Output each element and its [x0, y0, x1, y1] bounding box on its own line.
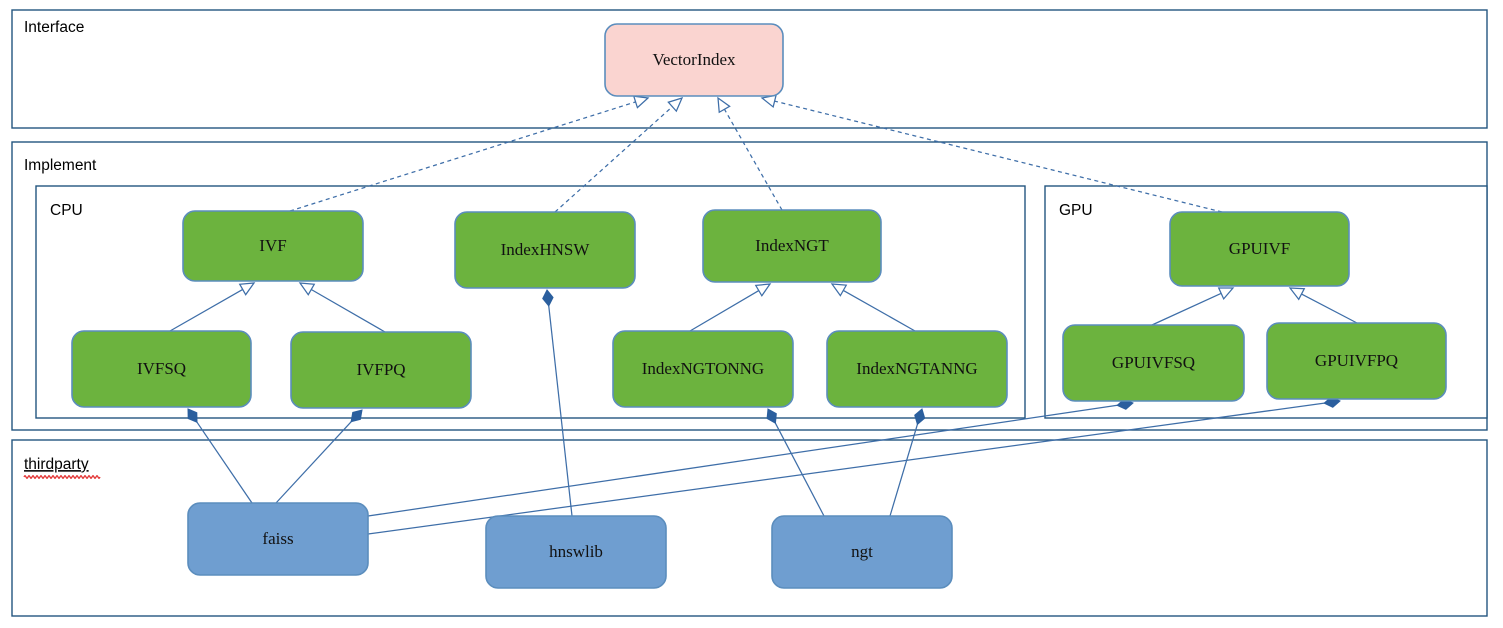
node-gpuivfpq[interactable]: GPUIVFPQ — [1266, 322, 1447, 400]
node-shape-hnswlib[interactable] — [485, 515, 667, 589]
node-label-hnswlib: hnswlib — [549, 542, 603, 561]
edge-line-4 — [169, 288, 244, 332]
composition-diamond-10 — [187, 408, 198, 423]
edge-ivfpq-to-ivf — [298, 282, 386, 333]
node-label-ivfsq: IVFSQ — [137, 359, 186, 378]
node-shape-gpuivf[interactable] — [1169, 211, 1350, 287]
node-ivfpq[interactable]: IVFPQ — [290, 331, 472, 409]
edge-line-14 — [547, 303, 573, 517]
node-label-indexngt: IndexNGT — [755, 236, 829, 255]
node-shape-ivfpq[interactable] — [290, 331, 472, 409]
node-label-indexhnsw: IndexHNSW — [501, 240, 591, 259]
inheritance-arrowhead-8 — [1217, 287, 1235, 301]
edge-gpuivfpq-to-gpuivf — [1288, 287, 1358, 324]
edge-ivfsq-to-ivf — [169, 282, 256, 332]
edge-line-12 — [367, 404, 1120, 517]
node-label-ngt: ngt — [851, 542, 873, 561]
group-label-interface: Interface — [24, 19, 84, 36]
node-label-gpuivf: GPUIVF — [1229, 239, 1290, 258]
edge-line-1 — [554, 105, 674, 213]
inheritance-arrowhead-0 — [632, 95, 650, 109]
node-ivfsq[interactable]: IVFSQ — [71, 330, 252, 408]
node-shape-ivf[interactable] — [182, 210, 364, 282]
node-vectorindex[interactable]: VectorIndex — [604, 23, 784, 97]
node-shape-indexhnsw[interactable] — [454, 211, 636, 289]
node-indexngtanng[interactable]: IndexNGTANNG — [826, 330, 1008, 408]
group-label-gpu: GPU — [1059, 202, 1093, 219]
inheritance-arrowhead-7 — [830, 283, 848, 297]
edge-line-7 — [842, 289, 916, 332]
node-label-ivfpq: IVFPQ — [356, 360, 405, 379]
node-ngt[interactable]: ngt — [771, 515, 953, 589]
edge-line-3 — [773, 100, 1223, 213]
edge-faiss-to-ivfsq — [187, 408, 253, 504]
inheritance-arrowhead-1 — [667, 97, 684, 113]
edge-line-8 — [1151, 292, 1223, 326]
node-label-indexngtanng: IndexNGTANNG — [856, 359, 977, 378]
node-shape-indexngt[interactable] — [702, 209, 882, 283]
inheritance-arrowhead-9 — [1288, 287, 1306, 301]
node-shape-ivfsq[interactable] — [71, 330, 252, 408]
edge-ngt-to-indexngtonng — [766, 408, 825, 517]
node-label-ivf: IVF — [259, 236, 286, 255]
edge-indexhnsw-to-vectorindex — [554, 97, 684, 213]
inheritance-arrowhead-6 — [754, 283, 772, 297]
inheritance-arrowhead-2 — [717, 96, 731, 114]
node-label-faiss: faiss — [262, 529, 293, 548]
node-indexngtonng[interactable]: IndexNGTONNG — [612, 330, 794, 408]
inheritance-arrowhead-4 — [238, 282, 256, 296]
edge-line-10 — [195, 420, 253, 504]
node-shape-faiss[interactable] — [187, 502, 369, 576]
inheritance-arrowhead-5 — [298, 282, 316, 296]
edge-line-16 — [889, 422, 919, 517]
node-ivf[interactable]: IVF — [182, 210, 364, 282]
node-faiss[interactable]: faiss — [187, 502, 369, 576]
spellcheck-squiggle-thirdparty — [23, 475, 101, 479]
edge-line-0 — [289, 101, 637, 212]
edges-layer — [169, 94, 1358, 535]
edge-hnswlib-to-indexhnsw — [542, 289, 573, 517]
group-label-implement: Implement — [24, 157, 97, 174]
node-indexhnsw[interactable]: IndexHNSW — [454, 211, 636, 289]
node-label-gpuivfpq: GPUIVFPQ — [1315, 351, 1398, 370]
node-label-vectorindex: VectorIndex — [652, 50, 736, 69]
node-label-indexngtonng: IndexNGTONNG — [642, 359, 764, 378]
node-indexngt[interactable]: IndexNGT — [702, 209, 882, 283]
node-shape-gpuivfsq[interactable] — [1062, 324, 1245, 402]
edge-indexngt-to-vectorindex — [717, 96, 783, 211]
edge-faiss-to-ivfpq — [275, 409, 363, 504]
node-shape-vectorindex[interactable] — [604, 23, 784, 97]
edge-line-5 — [310, 288, 386, 333]
edge-gpuivfsq-to-gpuivf — [1151, 287, 1235, 326]
composition-diamond-15 — [766, 408, 777, 424]
node-hnswlib[interactable]: hnswlib — [485, 515, 667, 589]
composition-diamond-14 — [542, 289, 554, 307]
composition-diamond-16 — [914, 408, 926, 426]
node-shape-ngt[interactable] — [771, 515, 953, 589]
edge-line-6 — [689, 289, 760, 332]
node-shape-gpuivfpq[interactable] — [1266, 322, 1447, 400]
composition-diamond-11 — [350, 409, 363, 423]
edge-ngt-to-indexngtanng — [889, 408, 926, 517]
node-gpuivf[interactable]: GPUIVF — [1169, 211, 1350, 287]
group-label-thirdparty: thirdparty — [24, 456, 89, 473]
node-shape-indexngtanng[interactable] — [826, 330, 1008, 408]
edge-line-11 — [275, 419, 353, 504]
node-shape-indexngtonng[interactable] — [612, 330, 794, 408]
edge-indexngtanng-to-indexngt — [830, 283, 916, 332]
edge-ivf-to-vectorindex — [289, 95, 650, 212]
group-label-cpu: CPU — [50, 202, 83, 219]
node-gpuivfsq[interactable]: GPUIVFSQ — [1062, 324, 1245, 402]
edge-line-15 — [773, 421, 825, 517]
edge-line-9 — [1300, 293, 1358, 324]
node-label-gpuivfsq: GPUIVFSQ — [1112, 353, 1195, 372]
edge-indexngtonng-to-indexngt — [689, 283, 772, 332]
edge-line-13 — [367, 402, 1327, 535]
